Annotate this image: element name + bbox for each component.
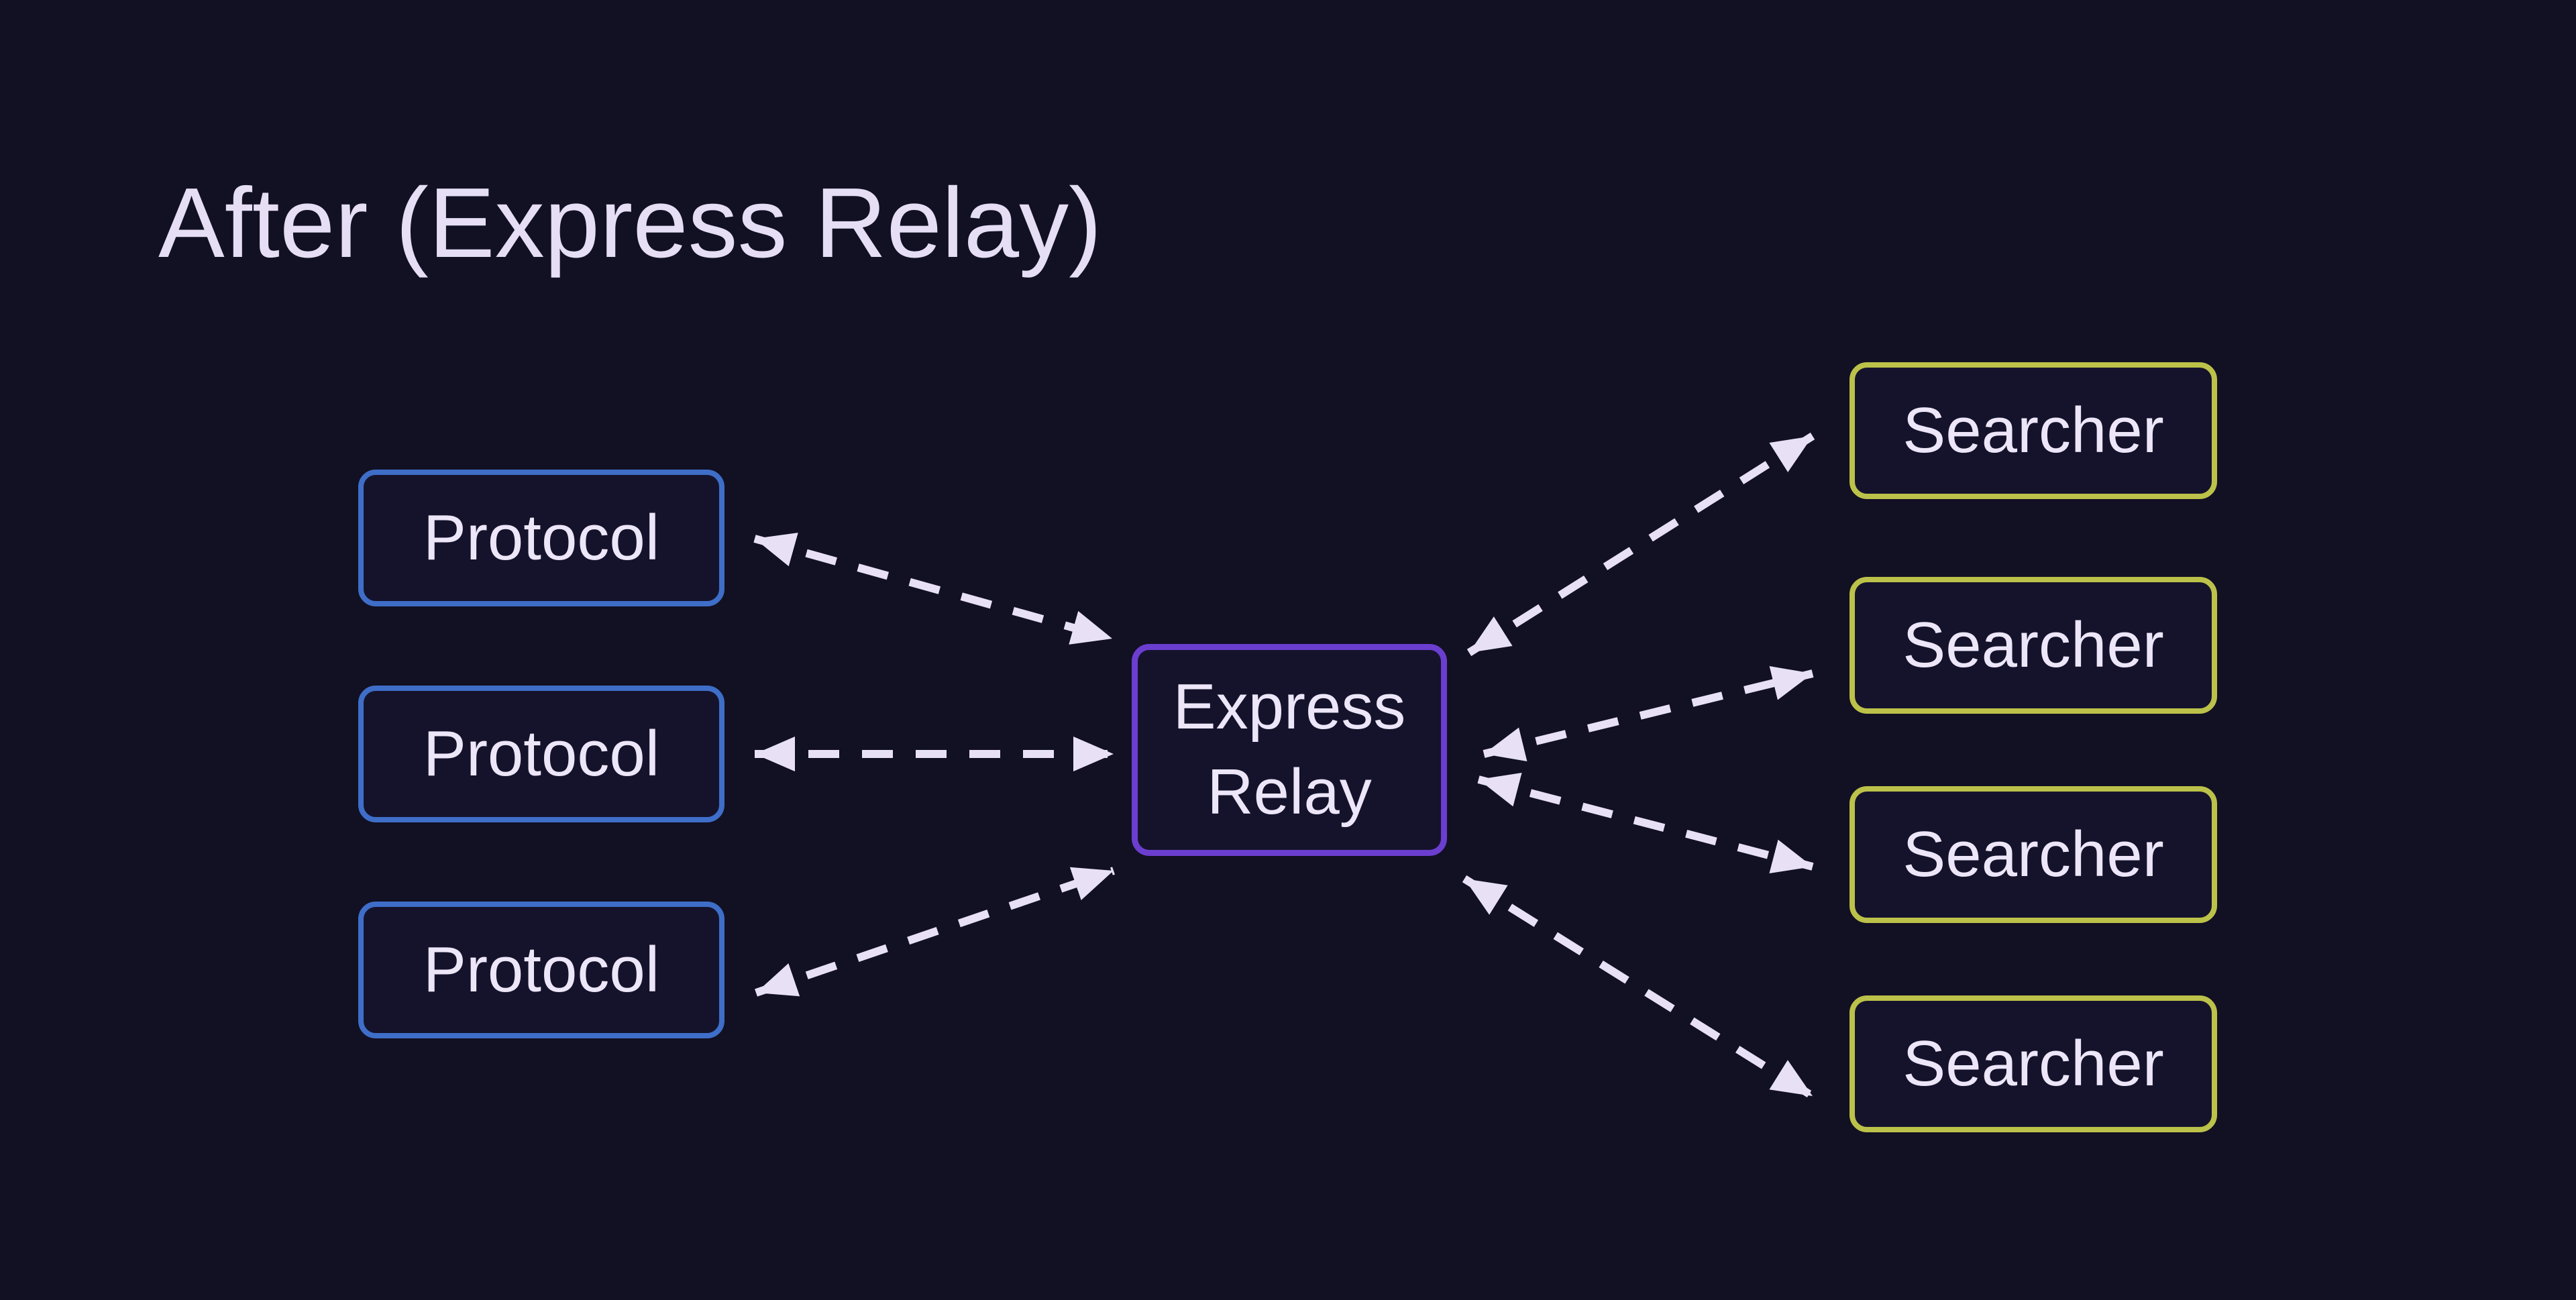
express-relay-node: Express Relay [1132,644,1447,856]
searcher-node-1: Searcher [1849,362,2217,499]
connector-express-searcher-3 [1477,772,1814,874]
connector-express-searcher-4 [1462,875,1815,1100]
connector-express-searcher-2 [1483,666,1814,761]
protocol-node-1-label: Protocol [423,501,660,574]
protocol-node-3-label: Protocol [423,933,660,1006]
searcher-node-4-label: Searcher [1902,1027,2164,1099]
searcher-node-3-label: Searcher [1902,818,2164,890]
searcher-node-4: Searcher [1849,995,2217,1132]
protocol-node-3: Protocol [358,902,724,1038]
protocol-node-1: Protocol [358,470,724,606]
diagram-title: After (Express Relay) [158,168,1102,278]
searcher-node-1-label: Searcher [1902,394,2164,466]
connector-protocol-1-express [753,533,1114,645]
searcher-node-3: Searcher [1849,786,2217,923]
searcher-node-2: Searcher [1849,577,2217,714]
searcher-node-2-label: Searcher [1902,608,2164,681]
protocol-node-2-label: Protocol [423,717,660,790]
protocol-node-2: Protocol [358,686,724,822]
connector-express-searcher-1 [1466,432,1815,657]
express-relay-node-label: Express Relay [1173,671,1406,828]
connector-protocol-3-express [755,867,1115,997]
